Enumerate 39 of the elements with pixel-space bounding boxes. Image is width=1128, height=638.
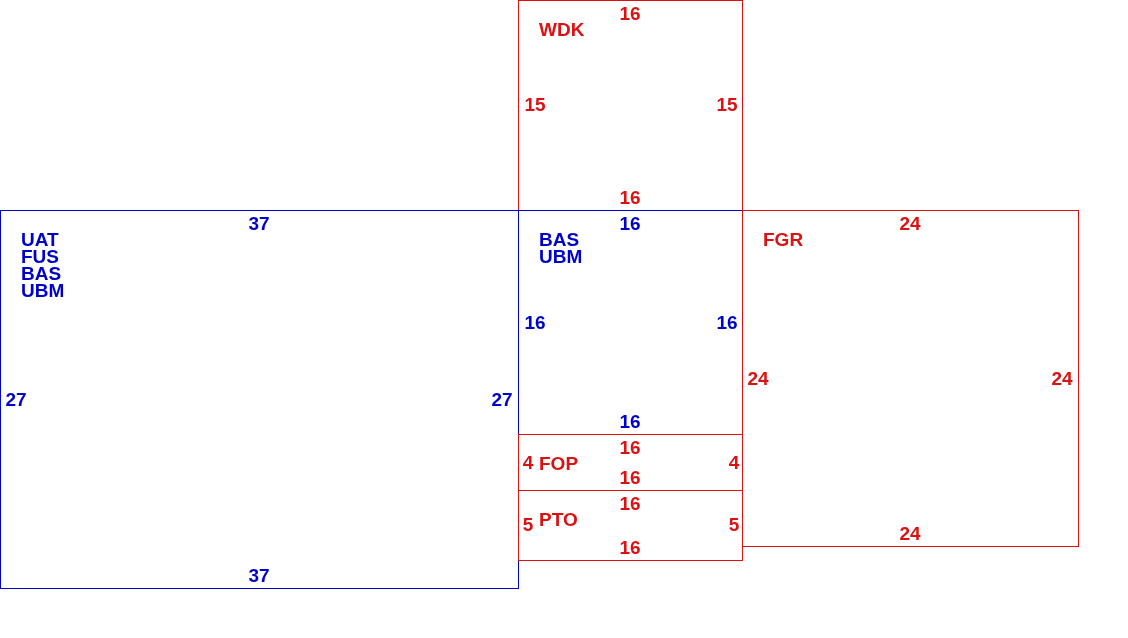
- dimension-label: 16: [619, 214, 641, 232]
- dimension-label: 16: [619, 4, 641, 22]
- zone-code: PTO: [539, 510, 578, 528]
- zone-code: BAS: [539, 230, 580, 248]
- dimension-label: 24: [899, 214, 921, 232]
- dimension-label: 16: [619, 494, 641, 512]
- zone-code: FGR: [763, 230, 804, 248]
- zone-code: BAS: [21, 264, 62, 282]
- zone-outline: [518, 490, 743, 561]
- zone-code: FOP: [539, 454, 579, 472]
- zone-code: FUS: [21, 247, 59, 265]
- zone-outline: [518, 0, 743, 211]
- zone-outline: [742, 210, 1079, 547]
- dimension-label: 16: [716, 313, 738, 331]
- dimension-label: 27: [5, 390, 27, 408]
- dimension-label: 16: [619, 438, 641, 456]
- dimension-label: 4: [522, 453, 534, 471]
- dimension-label: 5: [522, 515, 534, 533]
- dimension-label: 24: [747, 369, 769, 387]
- dimension-label: 15: [716, 95, 738, 113]
- dimension-label: 37: [248, 214, 270, 232]
- zone-code: UBM: [539, 247, 583, 265]
- dimension-label: 16: [619, 188, 641, 206]
- dimension-label: 24: [899, 524, 921, 542]
- dimension-label: 37: [248, 566, 270, 584]
- zone-outline: [518, 434, 743, 491]
- dimension-label: 15: [524, 95, 546, 113]
- dimension-label: 16: [619, 538, 641, 556]
- dimension-label: 16: [619, 412, 641, 430]
- zone-code: WDK: [539, 20, 585, 38]
- dimension-label: 24: [1051, 369, 1073, 387]
- dimension-label: 16: [524, 313, 546, 331]
- dimension-label: 16: [619, 468, 641, 486]
- dimension-label: 5: [728, 515, 740, 533]
- dimension-label: 27: [491, 390, 513, 408]
- zone-code: UAT: [21, 230, 59, 248]
- dimension-label: 4: [728, 453, 740, 471]
- zone-code: UBM: [21, 281, 65, 299]
- zone-outline: [0, 210, 519, 589]
